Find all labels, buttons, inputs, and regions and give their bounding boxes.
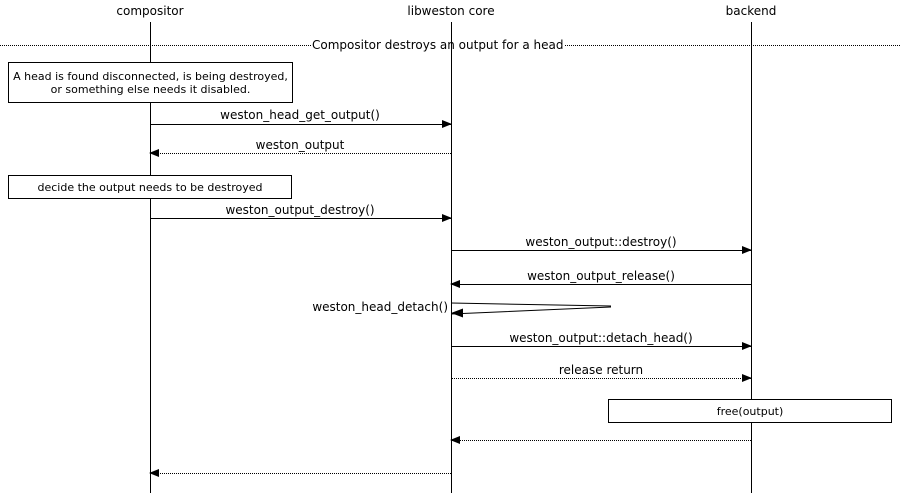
arrowhead-right-icon [742,342,752,350]
message-shaft [451,284,751,285]
message-weston-head-detach [450,296,616,322]
message-shaft [451,250,751,251]
arrowhead-left-icon [450,436,460,444]
divider-line-right [564,44,900,46]
arrowhead-left-icon [149,149,159,157]
participant-label-libweston-core: libweston core [407,4,495,18]
message-label-weston-output-detach-head: weston_output::detach_head() [507,331,695,345]
message-shaft [150,218,451,219]
message-label-weston-head-get-output: weston_head_get_output() [218,108,382,122]
message-shaft [451,346,751,347]
participant-label-compositor: compositor [116,4,184,18]
arrowhead-left-icon [450,280,460,288]
message-shaft [150,473,451,474]
arrowhead-right-icon [742,374,752,382]
message-label-weston-output-destroy-vfunc: weston_output::destroy() [523,235,679,249]
arrowhead-right-icon [442,120,452,128]
lifeline-compositor [150,22,151,493]
divider-line-left [0,44,311,46]
section-divider: Compositor destroys an output for a head [0,38,900,52]
arrowhead-right-icon [742,246,752,254]
lifeline-libweston-core [451,22,452,493]
message-shaft [150,153,451,154]
lifeline-backend [751,22,752,493]
note-free-output: free(output) [608,399,892,423]
message-label-weston-output-destroy: weston_output_destroy() [223,203,377,217]
participant-label-backend: backend [725,4,777,18]
message-label-weston-output-release: weston_output_release() [525,269,677,283]
arrowhead-left-icon [149,469,159,477]
arrowhead-right-icon [442,214,452,222]
message-label-release-return: release return [556,363,646,377]
message-label-weston-output-return: weston_output [253,138,347,152]
message-shaft [451,440,751,441]
message-shaft [451,378,751,379]
note-decide-destroy: decide the output needs to be destroyed [8,175,292,199]
section-divider-label: Compositor destroys an output for a head [312,38,564,52]
self-loop-shape-icon [450,302,612,318]
message-shaft [150,124,451,125]
message-label-weston-head-detach: weston_head_detach() [310,300,450,314]
note-head-disconnected: A head is found disconnected, is being d… [8,62,293,103]
